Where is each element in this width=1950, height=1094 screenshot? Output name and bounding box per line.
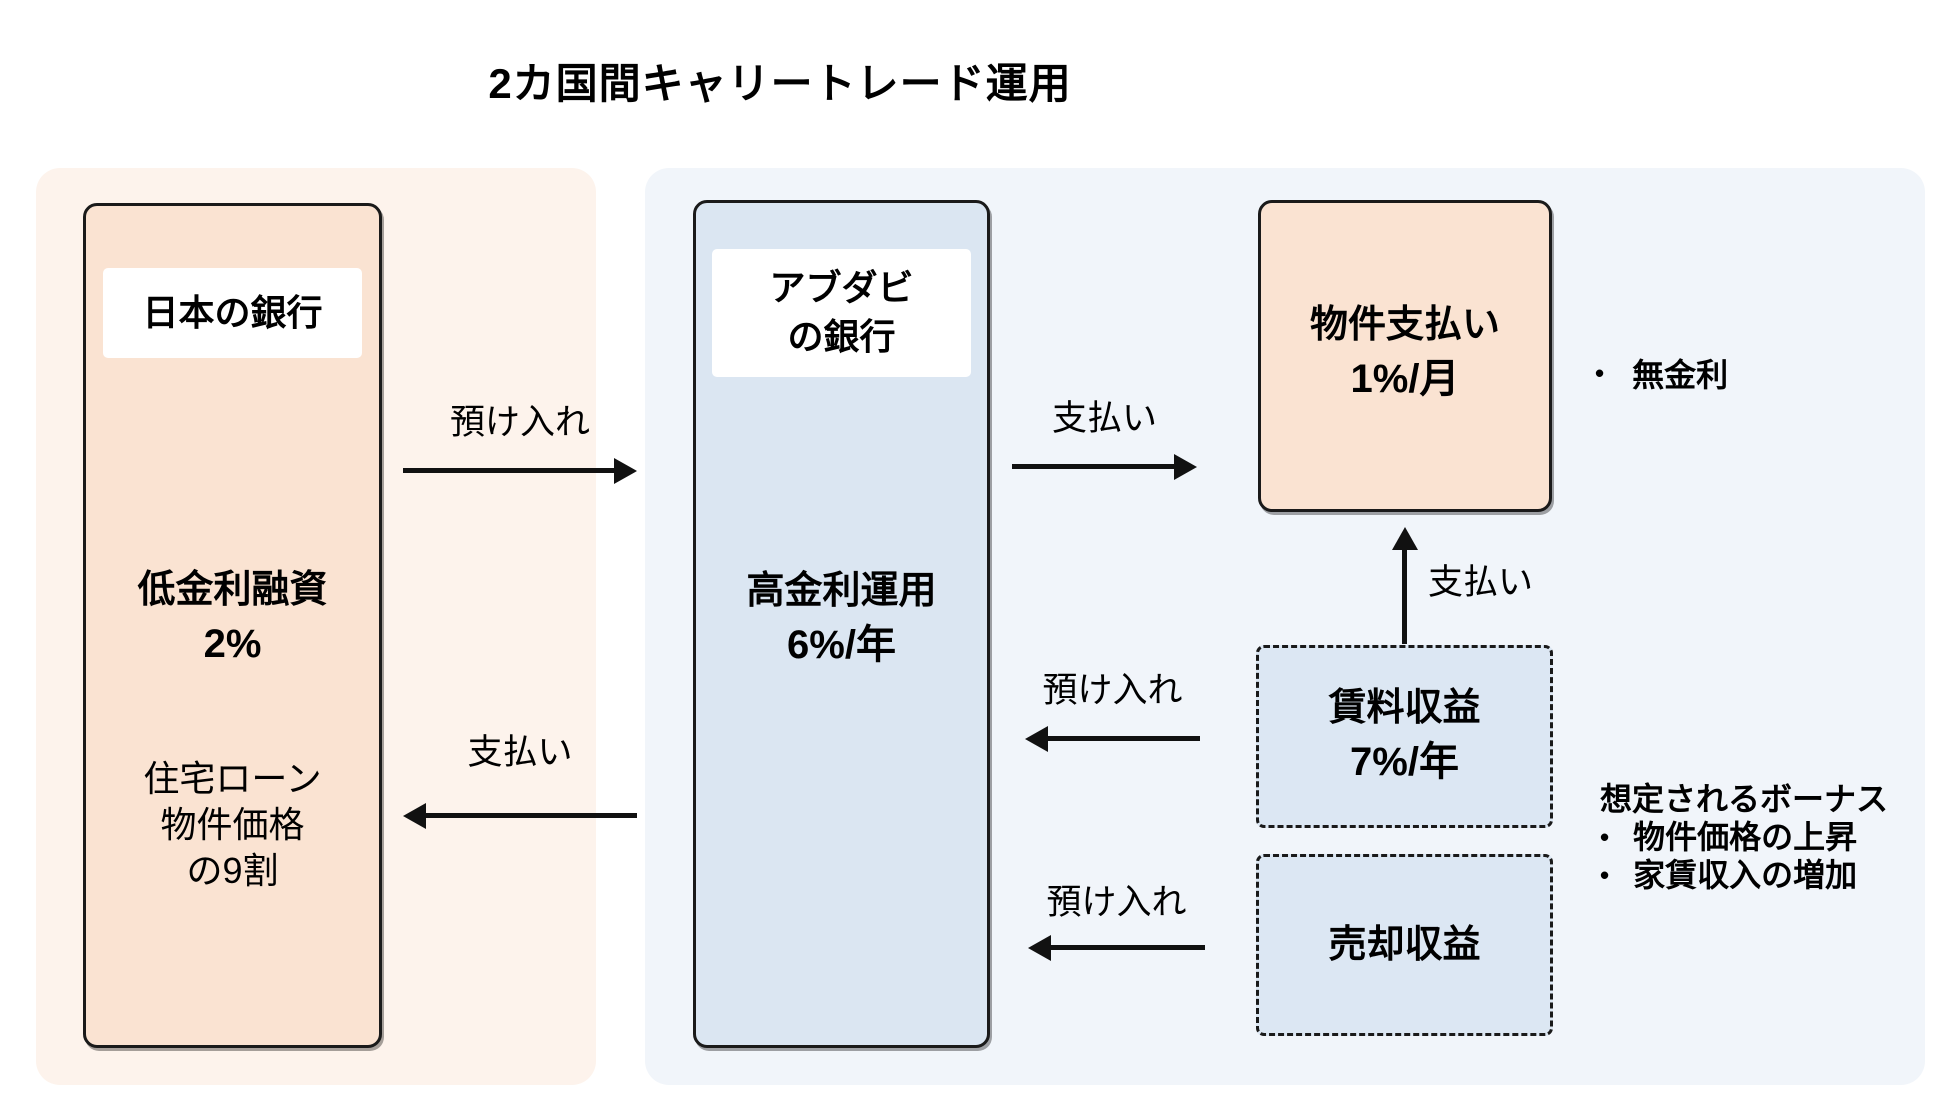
abudhabi-invest-title: 高金利運用: [746, 570, 937, 612]
arrow-shaft: [1048, 945, 1205, 950]
arrow-label-deposit-sale-to-abudhabi: 預け入れ: [1046, 883, 1187, 922]
arrow-payment-rental-to-property: [1392, 527, 1418, 644]
arrow-deposit-japan-to-abudhabi: [403, 458, 637, 484]
arrow-head-icon: [614, 458, 637, 484]
no-interest-note-text: 無金利: [1632, 357, 1729, 393]
arrow-deposit-sale-to-abudhabi: [1028, 935, 1205, 961]
sale-income-title: 売却収益: [1328, 924, 1481, 966]
bonus-item-text: 物件価格の上昇: [1633, 819, 1858, 855]
arrow-label-payment-rental-to-property: 支払い: [1428, 563, 1534, 602]
arrow-head-icon: [1028, 935, 1051, 961]
expected-bonus-block: 想定されるボーナス • 物件価格の上昇 • 家賃収入の増加: [1600, 780, 1930, 894]
japan-bank-box: 日本の銀行 低金利融資 2% 住宅ローン 物件価格 の9割: [83, 203, 382, 1048]
sale-income-box: 売却収益: [1256, 854, 1553, 1036]
bullet-icon: •: [1600, 860, 1610, 890]
abudhabi-invest-rate: 6%/年: [787, 623, 896, 667]
property-payment-box: 物件支払い 1%/月: [1258, 200, 1552, 512]
no-interest-note: • 無金利: [1595, 350, 1728, 396]
arrow-shaft: [1045, 736, 1200, 741]
bonus-item-property-price: • 物件価格の上昇: [1600, 818, 1930, 856]
arrow-shaft: [423, 813, 637, 818]
arrow-payment-abudhabi-to-japan: [403, 803, 637, 829]
arrow-label-payment-abudhabi-to-japan: 支払い: [467, 733, 573, 772]
japan-mortgage-line2: 物件価格: [160, 804, 305, 845]
arrow-head-icon: [1392, 527, 1418, 550]
arrow-head-icon: [403, 803, 426, 829]
bullet-icon: •: [1600, 822, 1610, 852]
arrow-shaft: [1402, 547, 1407, 644]
japan-loan-title: 低金利融資: [137, 569, 328, 611]
expected-bonus-heading: 想定されるボーナス: [1600, 781, 1889, 817]
arrow-payment-abudhabi-to-property: [1012, 454, 1197, 480]
japan-mortgage-line1: 住宅ローン: [143, 758, 322, 799]
abudhabi-bank-label-line2: の銀行: [787, 316, 896, 357]
rental-income-box: 賃料収益 7%/年: [1256, 645, 1553, 828]
arrow-head-icon: [1025, 726, 1048, 752]
arrow-label-deposit-japan-to-abudhabi: 預け入れ: [449, 403, 590, 442]
japan-mortgage-line3: の9割: [186, 850, 279, 891]
abudhabi-bank-box: アブダビ の銀行 高金利運用 6%/年: [693, 200, 990, 1048]
arrow-label-payment-abudhabi-to-property: 支払い: [1051, 399, 1157, 438]
japan-mortgage-text: 住宅ローン 物件価格 の9割: [86, 756, 379, 894]
arrow-shaft: [1012, 464, 1177, 469]
abudhabi-bank-label-line1: アブダビ: [769, 267, 914, 309]
rental-income-rate: 7%/年: [1350, 740, 1459, 784]
page-title: 2カ国間キャリートレード運用: [488, 60, 1072, 107]
property-payment-title: 物件支払い: [1309, 304, 1500, 346]
property-payment-rate: 1%/月: [1350, 357, 1460, 401]
arrow-head-icon: [1174, 454, 1197, 480]
japan-loan-rate: 2%: [203, 622, 262, 666]
bonus-item-text: 家賃収入の増加: [1633, 857, 1858, 893]
bullet-icon: •: [1595, 358, 1605, 388]
arrow-shaft: [403, 468, 617, 473]
arrow-label-deposit-rental-to-abudhabi: 預け入れ: [1042, 671, 1183, 710]
bonus-item-rent-income: • 家賃収入の増加: [1600, 856, 1930, 894]
abudhabi-bank-label: アブダビ の銀行: [712, 249, 971, 377]
arrow-deposit-rental-to-abudhabi: [1025, 726, 1200, 752]
japan-bank-label: 日本の銀行: [103, 268, 362, 358]
rental-income-title: 賃料収益: [1328, 687, 1481, 729]
